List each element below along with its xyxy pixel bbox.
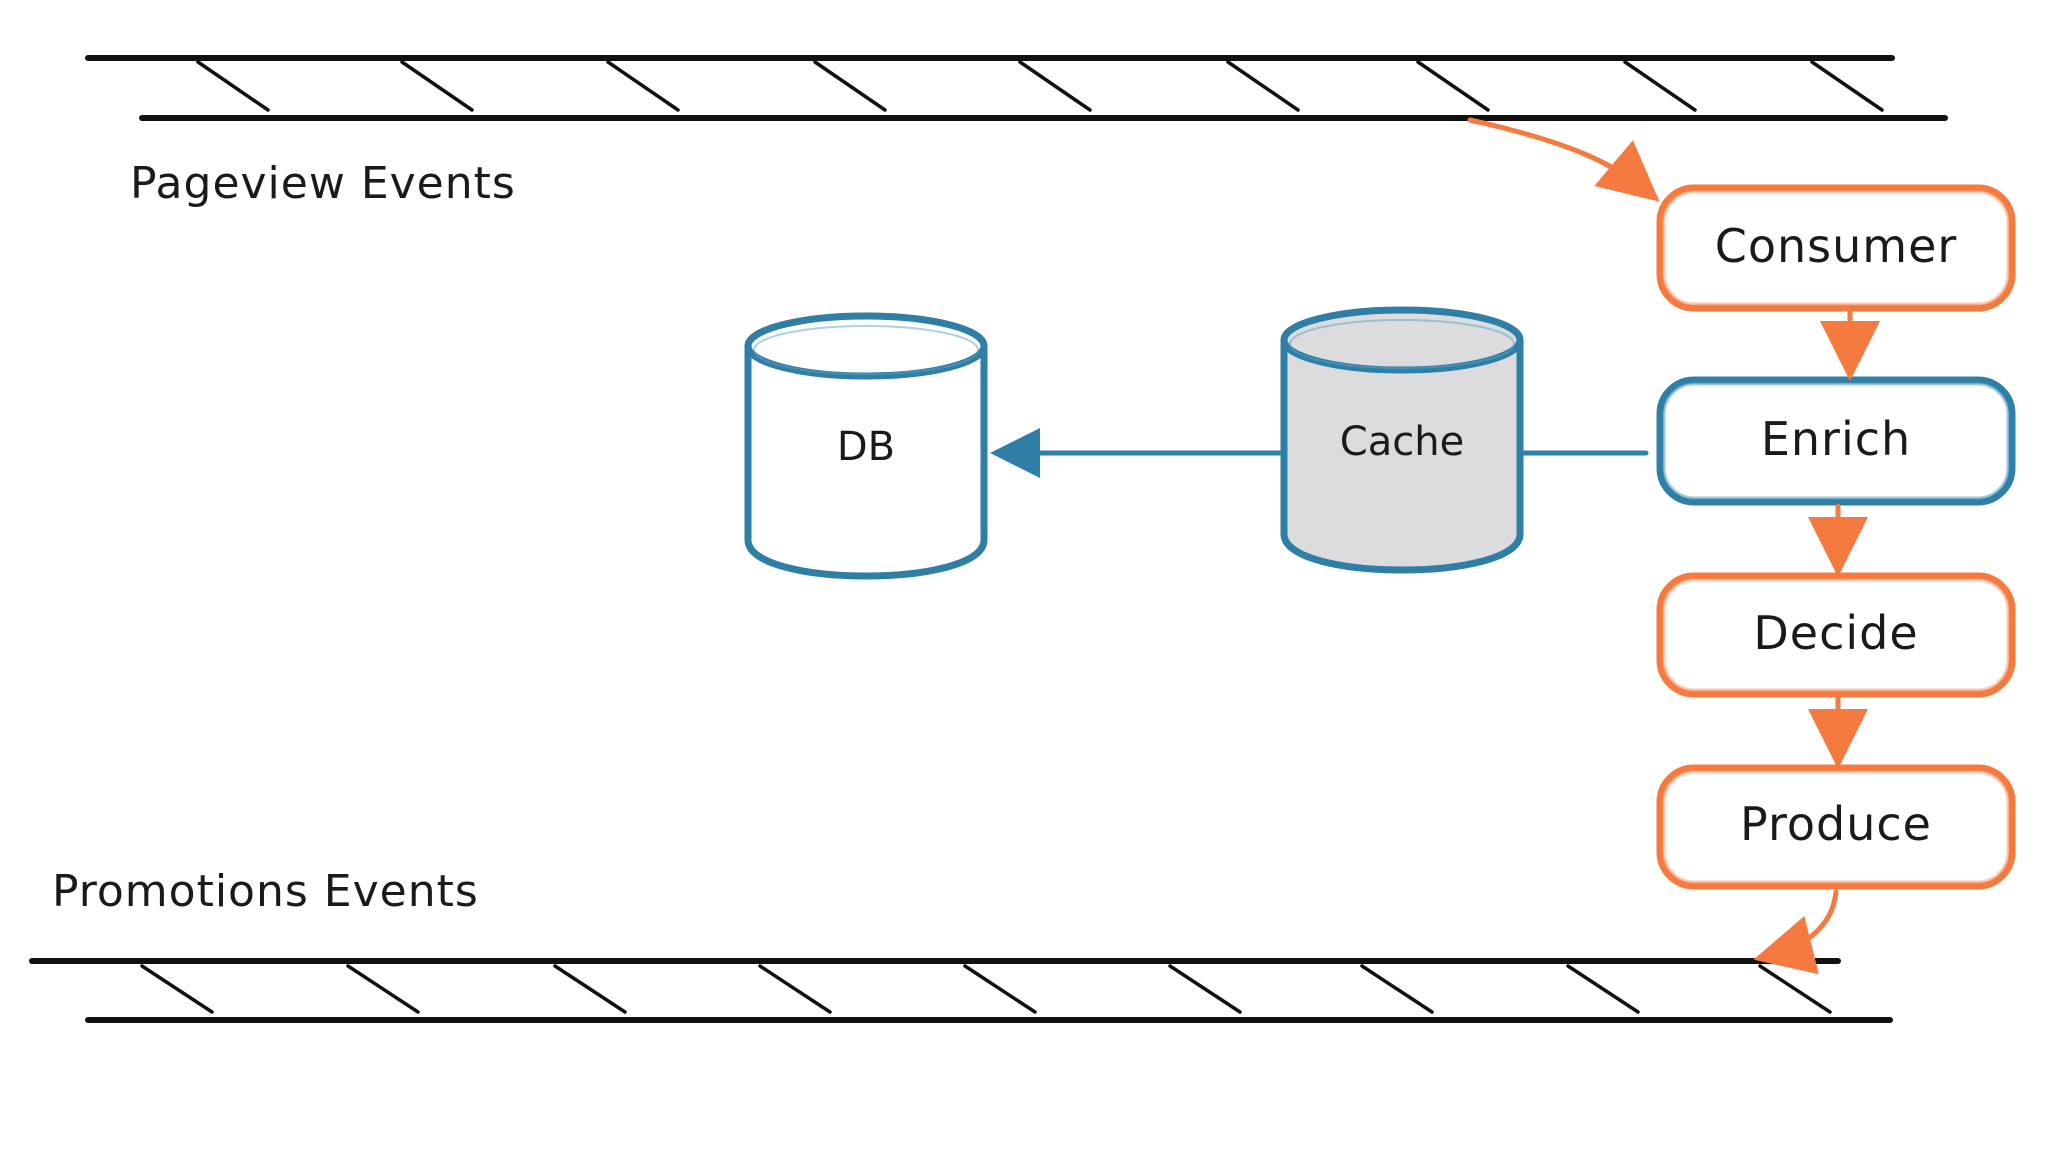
- consumer-box[interactable]: Consumer: [1656, 184, 2016, 312]
- produce-to-pipe-arrow: [1753, 889, 1839, 975]
- consumer-label: Consumer: [1715, 219, 1958, 273]
- pipe-to-consumer-arrow: [1467, 117, 1660, 202]
- promotions-topic-pipe: [29, 958, 1893, 1023]
- cache-label: Cache: [1340, 419, 1464, 465]
- decide-box[interactable]: Decide: [1656, 572, 2016, 698]
- pageview-topic-pipe: [85, 55, 1948, 121]
- promotions-events-label: Promotions Events: [52, 866, 479, 917]
- decide-label: Decide: [1753, 606, 1918, 660]
- db-label: DB: [837, 424, 895, 470]
- cache-cylinder[interactable]: Cache: [1280, 306, 1524, 574]
- produce-label: Produce: [1740, 797, 1932, 851]
- produce-box[interactable]: Produce: [1656, 764, 2016, 890]
- enrich-box[interactable]: Enrich: [1656, 376, 2016, 506]
- pageview-events-label: Pageview Events: [130, 158, 516, 209]
- enrich-label: Enrich: [1761, 412, 1911, 466]
- db-cylinder[interactable]: DB: [744, 312, 988, 580]
